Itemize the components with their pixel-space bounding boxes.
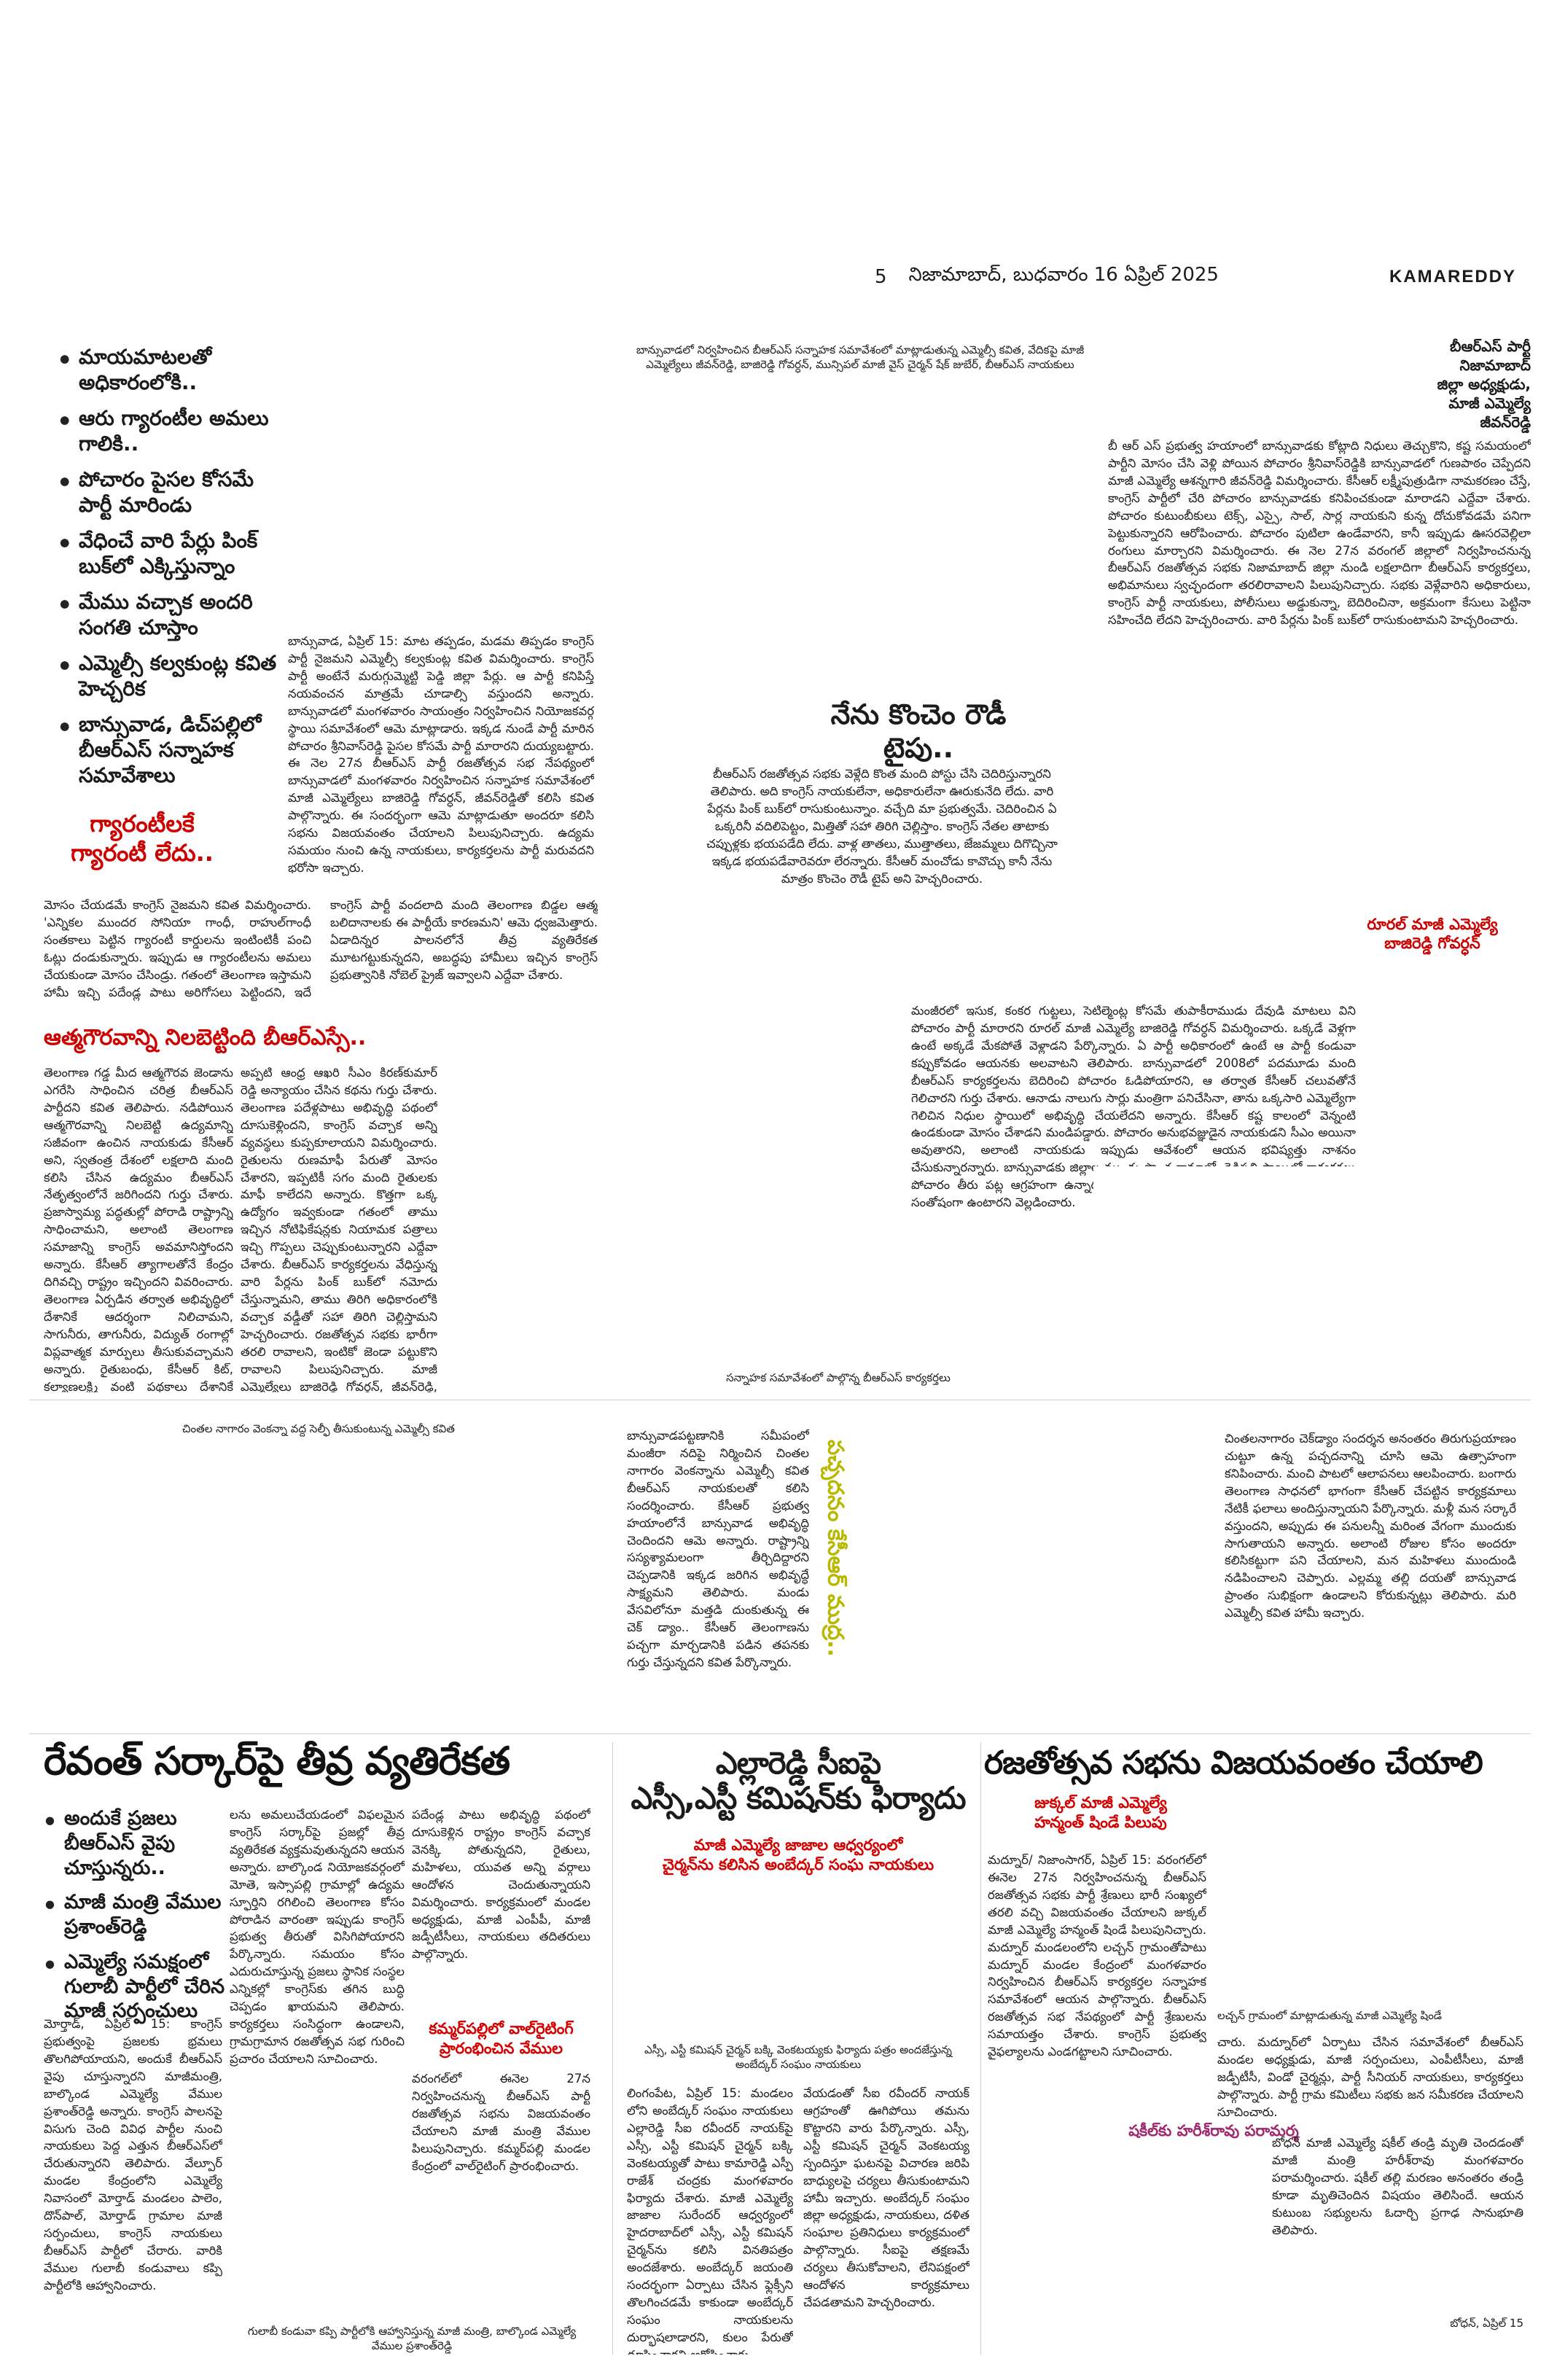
story1-body3: అప్పటి ఆంధ్ర ఆఖరి సీఎం కిరణ్‌కుమార్ రెడ్…	[241, 1066, 437, 1392]
story5-body1: మోర్తాడ్, ఏప్రిల్ 15: కాంగ్రెస్ ప్రభుత్వ…	[44, 2017, 222, 2293]
story3-headline-line: జీవన్‌రెడ్డి	[1480, 413, 1531, 431]
story3-headline: బీఆర్‌ఎస్ పార్టీ నిజామాబాద్ జిల్లా అధ్యక…	[1385, 337, 1531, 432]
story7-body1: మద్నూర్/ నిజాంసాగర్, ఏప్రిల్ 15: వరంగల్‌…	[988, 1853, 1206, 2059]
story5-photo-caption: గులాబీ కండువా కప్పి పార్టీలోకి ఆహ్వానిస్…	[247, 2325, 577, 2353]
story7-body3: బోధన్ మాజీ ఎమ్మెల్యే షకీల్ తండ్రి మృతి చ…	[1272, 2136, 1523, 2237]
story5-body4: వరంగల్‌లో ఈనెల 27న నిర్వహించనున్న బీఆర్‌…	[412, 2072, 590, 2173]
story3-headline-line: జిల్లా అధ్యక్షుడు,	[1437, 375, 1531, 393]
story1-subhead-guarantee: గ్యారంటీలకే గ్యారంటీ లేదు..	[71, 810, 214, 867]
story5-headline: రేవంత్ సర్కార్‌పై తీవ్ర వ్యతిరేకత	[44, 1739, 510, 1784]
masthead: 5 నిజామాబాద్, బుధవారం 16 ఏప్రిల్ 2025 KA…	[875, 262, 1516, 292]
story4-body: బాన్సువాడపట్టణానికి సమీపంలో మంజీరా నదిపై…	[627, 1429, 809, 1669]
story5-subhead: కమ్మర్‌పల్లిలో వాల్‌రైటింగ్ ప్రారంభించిన…	[429, 2020, 574, 2058]
section-divider	[29, 1733, 1531, 1734]
story7-headline: రజతోత్సవ సభను విజయవంతం చేయాలి	[984, 1744, 1483, 1782]
story1-bullets: మాయమాటలతో అధికారంలోకి.. ఆరు గ్యారంటీల అమ…	[60, 344, 278, 798]
story3-headline-line: మాజీ ఎమ్మెల్యే	[1448, 394, 1531, 412]
story7-photo-caption-bottom: షకీల్‌కు హరీశ్‌రావు పరామర్శ	[1128, 2122, 1299, 2139]
story6-body1: లింగంపేట, ఏప్రిల్ 15: మండలం లోని అంబేద్క…	[627, 2086, 793, 2354]
story4-photo-2	[886, 1429, 1206, 1713]
story7-subhead-line: జుక్కల్ మాజీ ఎమ్మెల్యే	[1034, 1794, 1167, 1811]
story3-photo-caption: రూరల్ మాజీ ఎమ్మెల్యే బాజిరెడ్డి గోవర్ధన్	[1367, 916, 1498, 953]
story1-body2: తెలంగాణ గడ్డ మీద ఆత్మగౌరవ జెండాను ఎగరేసి…	[44, 1066, 233, 1392]
story4-vertical-headline-box: పచ్చదనం కేసీఆర్ ముద్ర..	[822, 1440, 866, 1688]
story1-bullet: మాయమాటలతో అధికారంలోకి..	[60, 344, 278, 395]
story6-photo	[627, 1888, 969, 2034]
page-number: 5	[875, 266, 887, 288]
story5-photo	[233, 2194, 590, 2333]
column-rule	[612, 1742, 613, 2354]
story1-bullet: ఎమ్మెల్సీ కల్వకుంట్ల కవిత హెచ్చరిక	[60, 650, 278, 701]
story3-bottom-caption: సన్నాహక సమావేశంలో పాల్గొన్న బీఆర్‌ఎస్ కా…	[726, 1371, 951, 1384]
story6-subhead: మాజీ ఎమ్మెల్యే జాజాల ఆధ్వర్యంలో చైర్మన్‌…	[627, 1835, 969, 1876]
story1-bullet: పోచారం పైసల కోసమే పార్టీ మారిండు	[60, 467, 278, 518]
story1-subhead-pride: ఆత్మగౌరవాన్ని నిలబెట్టింది బీఆర్‌ఎస్సే..	[44, 1025, 367, 1050]
story1-photo	[445, 1061, 598, 1392]
story6-subhead-line: చైర్మన్‌ను కలిసిన అంబేద్కర్ సంఘ నాయకులు	[662, 1856, 934, 1874]
story6-headline-line: ఎల్లారెడ్డి సీఐపై	[715, 1745, 881, 1781]
story7-photo-caption-top: లచ్చన్ గ్రామంలో మాట్లాడుతున్న మాజీ ఎమ్మె…	[1217, 2009, 1442, 2022]
story5-body3: పదేండ్ల పాటు అభివృద్ధి పథంలో దూసుకెళ్లిన…	[412, 1808, 590, 1962]
story4-vertical-headline: పచ్చదనం కేసీఆర్ ముద్ర..	[822, 1440, 848, 1657]
story2-body: బీఆర్‌ఎస్ రజతోత్సవ సభకు వెళ్లేది కొంత మం…	[706, 767, 1058, 886]
story6-photo-caption: ఎస్సీ, ఎస్టీ కమిషన్ చైర్మన్ బక్కి వెంకటయ…	[644, 2043, 952, 2072]
story1-bullet: వేధించే వారి పేర్లు పింక్ బుక్‌లో ఎక్కిస…	[60, 528, 278, 579]
story7-body2: చారు. మద్నూర్‌లో ఏర్పాటు చేసిన సమావేశంలో…	[1217, 2035, 1523, 2119]
story7-subhead: జుక్కల్ మాజీ ఎమ్మెల్యే హన్మంత్ షిండే పిల…	[999, 1793, 1203, 1833]
story3-body: బీ ఆర్ ఎస్ ప్రభుత్వ హయాంలో బాన్సువాడకు క…	[1108, 439, 1531, 628]
story7-photo	[1217, 1793, 1523, 1997]
story6-subhead-line: మాజీ ఎమ్మెల్యే జాజాల ఆధ్వర్యంలో	[693, 1836, 903, 1854]
story1-body1: మోసం చేయడమే కాంగ్రెస్ నైజమని కవిత విమర్శ…	[44, 898, 598, 999]
edition-name: KAMAREDDY	[1389, 267, 1516, 286]
story1-bullet: మేము వచ్చాక అందరి సంగతి చూస్తాం	[60, 589, 278, 640]
story1-bullet: బాన్సువాడ, డిచ్‌పల్లిలో బీఆర్‌ఎస్ సన్నాహ…	[60, 711, 278, 788]
story3-portrait-photo	[1108, 335, 1370, 452]
date-line: నిజామాబాద్, బుధవారం 16 ఏప్రిల్ 2025	[908, 264, 1219, 286]
story4-photo-caption: చింతల నాగారం వెంకన్నా వద్ద సెల్ఫీ తీసుకు…	[182, 1422, 455, 1435]
story3-headline-line: బీఆర్‌ఎస్ పార్టీ నిజామాబాద్	[1450, 338, 1531, 374]
story1-lead: బాన్సువాడ, ఏప్రిల్ 15: మాట తప్పడం, మడమ త…	[288, 634, 594, 875]
column-rule	[980, 1742, 981, 2354]
story5-bullets: అందుకే ప్రజలు బీఆర్‌ఎస్ వైపు చూస్తున్నరు…	[45, 1806, 227, 2034]
story7-photo-2	[988, 2129, 1265, 2282]
story3-portrait-photo-2	[1181, 886, 1334, 984]
story5-bullet: ఎమ్మెల్యే సమక్షంలో గులాబీ పార్టీలో చేరిన…	[45, 1950, 227, 2024]
story2-photo-caption: బాన్సువాడలో నిర్వహించిన బీఆర్‌ఎస్ సన్నాహ…	[636, 343, 1085, 372]
story4-body2: చింతలనాగారం చెక్‌డ్యాం సందర్శన అనంతరం తి…	[1225, 1432, 1516, 1620]
story3-meeting-photo	[1093, 1166, 1516, 1356]
story5-bullet: మాజీ మంత్రి వేముల ప్రశాంత్‌రెడ్డి	[45, 1890, 227, 1940]
story5-bullet: అందుకే ప్రజలు బీఆర్‌ఎస్ వైపు చూస్తున్నరు…	[45, 1806, 227, 1880]
story6-body2: వేయడంతో సీఐ రవీందర్ నాయక్ ఆగ్రహంతో ఊగిపో…	[803, 2086, 969, 2310]
story4-photo	[175, 1440, 598, 1717]
story2-headline: నేను కొంచెం రౌడీ టైపు..	[830, 698, 1007, 764]
story2-photo	[634, 401, 1086, 678]
story7-dateline: బోధన్, ఏప్రిల్ 15	[1450, 2317, 1523, 2330]
story6-headline: ఎల్లారెడ్డి సీఐపై ఎస్సీ,ఎస్టీ కమిషన్‌కు …	[627, 1745, 969, 1817]
story7-subhead-line: హన్మంత్ షిండే పిలుపు	[1034, 1814, 1167, 1832]
story5-body2: లను అమలుచేయడంలో విఫలమైన కాంగ్రెస్ సర్కార…	[230, 1808, 405, 2066]
story6-headline-line: ఎస్సీ,ఎస్టీ కమిషన్‌కు ఫిర్యాదు	[631, 1780, 967, 1817]
story1-bullet: ఆరు గ్యారంటీల అమలు గాలికి..	[60, 405, 278, 456]
